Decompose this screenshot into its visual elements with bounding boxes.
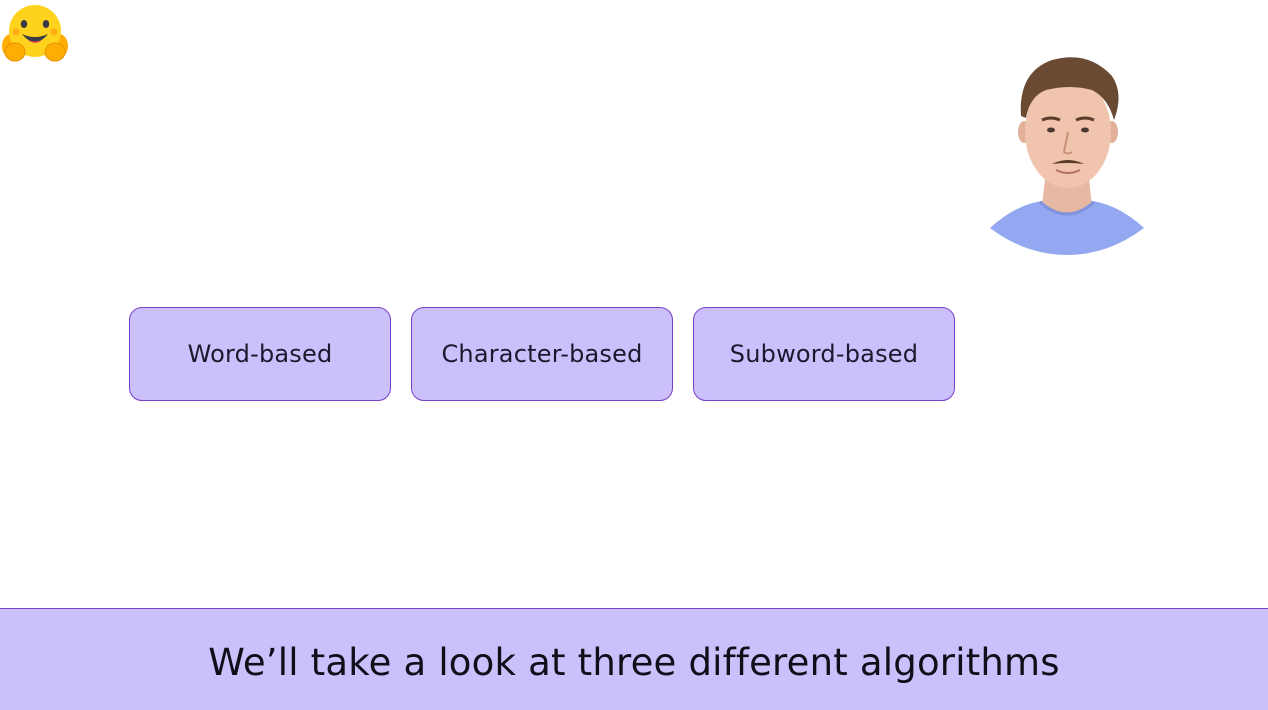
character-based-label: Character-based xyxy=(441,340,643,368)
word-based-box: Word-based xyxy=(129,307,391,401)
presenter-webcam xyxy=(990,57,1144,255)
character-based-box: Character-based xyxy=(411,307,673,401)
hugging-face-logo-icon xyxy=(2,5,68,62)
caption-text: We’ll take a look at three different alg… xyxy=(208,641,1060,684)
subword-based-label: Subword-based xyxy=(729,340,919,368)
subword-based-box: Subword-based xyxy=(693,307,955,401)
caption-banner: We’ll take a look at three different alg… xyxy=(0,608,1268,710)
word-based-label: Word-based xyxy=(187,340,333,368)
